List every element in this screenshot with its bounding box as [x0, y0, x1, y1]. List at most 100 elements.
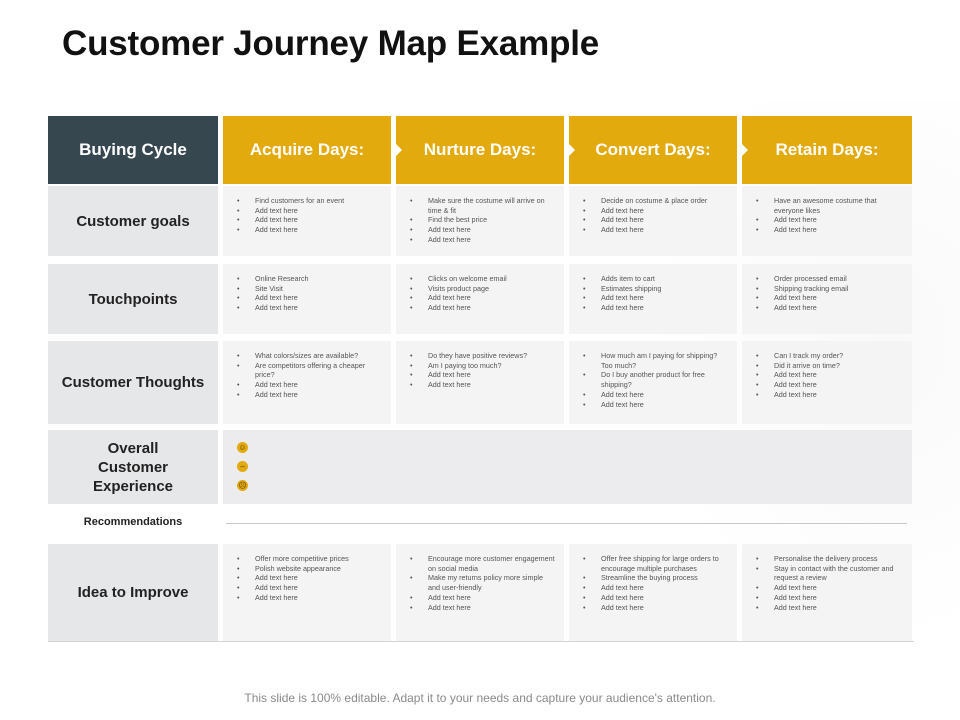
bullet-item: Add text here: [233, 593, 383, 603]
bullet-item: Have an awesome costume that everyone li…: [752, 196, 904, 215]
divider: [48, 641, 914, 642]
header-stage-acquire: Acquire Days:: [223, 116, 391, 184]
bullet-list: Online Research Site Visit Add text here…: [233, 274, 383, 313]
thoughts-cell-retain: Can I track my order? Did it arrive on t…: [742, 341, 912, 424]
bullet-item: Add text here: [579, 206, 729, 216]
bullet-item: Shipping tracking email: [752, 284, 904, 294]
bullet-item: Make my returns policy more simple and u…: [406, 573, 556, 592]
chevron-right-icon: [567, 142, 575, 158]
happy-face-icon: ☺: [237, 442, 248, 453]
goals-cell-nurture: Make sure the costume will arrive on tim…: [396, 186, 564, 256]
row-label-overall-experience: Overall Customer Experience: [48, 430, 218, 504]
improve-cell-retain: Personalise the delivery process Stay in…: [742, 544, 912, 641]
improve-cell-nurture: Encourage more customer engagement on so…: [396, 544, 564, 641]
bullet-list: Decide on costume & place order Add text…: [579, 196, 729, 235]
bullet-item: Do they have positive reviews?: [406, 351, 556, 361]
thoughts-cell-convert: How much am I paying for shipping? Too m…: [569, 341, 737, 424]
bullet-item: Can I track my order?: [752, 351, 904, 361]
bullet-item: Did it arrive on time?: [752, 361, 904, 371]
bullet-item: Add text here: [233, 380, 383, 390]
thoughts-cell-nurture: Do they have positive reviews? Am I payi…: [396, 341, 564, 424]
bullet-item: Add text here: [579, 293, 729, 303]
bullet-list: Do they have positive reviews? Am I payi…: [406, 351, 556, 390]
bullet-item: Add text here: [752, 583, 904, 593]
bullet-item: Add text here: [579, 400, 729, 410]
bullet-item: Add text here: [406, 370, 556, 380]
bullet-item: Personalise the delivery process: [752, 554, 904, 564]
bullet-item: Add text here: [406, 603, 556, 613]
row-label-touchpoints: Touchpoints: [48, 264, 218, 334]
bullet-item: Am I paying too much?: [406, 361, 556, 371]
bullet-item: Add text here: [752, 593, 904, 603]
bullet-item: Add text here: [406, 303, 556, 313]
goals-cell-retain: Have an awesome costume that everyone li…: [742, 186, 912, 256]
header-stage-retain: Retain Days:: [740, 116, 912, 184]
bullet-item: Add text here: [579, 593, 729, 603]
bullet-item: Add text here: [233, 206, 383, 216]
row-label-customer-thoughts: Customer Thoughts: [48, 341, 218, 424]
bullet-list: Encourage more customer engagement on so…: [406, 554, 556, 612]
bullet-item: Adds item to cart: [579, 274, 729, 284]
bullet-list: Clicks on welcome email Visits product p…: [406, 274, 556, 313]
bullet-item: Stay in contact with the customer and re…: [752, 564, 904, 583]
bullet-item: Do I buy another product for free shippi…: [579, 370, 729, 389]
chevron-right-icon: [394, 142, 402, 158]
bullet-item: Add text here: [579, 390, 729, 400]
bullet-item: Add text here: [406, 235, 556, 245]
bullet-item: Are competitors offering a cheaper price…: [233, 361, 383, 380]
bullet-item: Add text here: [752, 303, 904, 313]
bullet-list: Offer free shipping for large orders to …: [579, 554, 729, 612]
bullet-list: Can I track my order? Did it arrive on t…: [752, 351, 904, 400]
recommendations-label: Recommendations: [83, 516, 183, 528]
bullet-list: Adds item to cart Estimates shipping Add…: [579, 274, 729, 313]
bullet-item: Add text here: [406, 380, 556, 390]
touch-cell-retain: Order processed email Shipping tracking …: [742, 264, 912, 334]
bullet-item: Add text here: [752, 293, 904, 303]
bullet-item: Add text here: [752, 380, 904, 390]
bullet-item: Find the best price: [406, 215, 556, 225]
header-stage-label: Acquire Days:: [249, 140, 365, 159]
bullet-list: What colors/sizes are available? Are com…: [233, 351, 383, 400]
experience-track: ☺ – ☹: [223, 430, 912, 504]
thoughts-cell-acquire: What colors/sizes are available? Are com…: [223, 341, 391, 424]
bullet-list: How much am I paying for shipping? Too m…: [579, 351, 729, 409]
bullet-list: Find customers for an event Add text her…: [233, 196, 383, 235]
header-buying-cycle: Buying Cycle: [48, 116, 218, 184]
page-title: Customer Journey Map Example: [62, 24, 600, 63]
bullet-item: Visits product page: [406, 284, 556, 294]
bullet-item: Online Research: [233, 274, 383, 284]
bullet-item: Add text here: [579, 215, 729, 225]
bullet-item: Add text here: [233, 225, 383, 235]
bullet-item: Add text here: [406, 293, 556, 303]
header-stage-label: Nurture Days:: [423, 140, 537, 159]
bullet-item: Add text here: [233, 583, 383, 593]
row-label-idea-to-improve: Idea to Improve: [48, 544, 218, 641]
divider: [226, 523, 907, 524]
touch-cell-nurture: Clicks on welcome email Visits product p…: [396, 264, 564, 334]
header-stage-label: Convert Days:: [595, 140, 711, 159]
bullet-item: Add text here: [752, 215, 904, 225]
bullet-list: Make sure the costume will arrive on tim…: [406, 196, 556, 245]
bullet-item: Add text here: [406, 593, 556, 603]
bullet-item: Encourage more customer engagement on so…: [406, 554, 556, 573]
bullet-item: Add text here: [579, 603, 729, 613]
touch-cell-convert: Adds item to cart Estimates shipping Add…: [569, 264, 737, 334]
bullet-item: Add text here: [233, 573, 383, 583]
bullet-item: Add text here: [233, 390, 383, 400]
footer-note: This slide is 100% editable. Adapt it to…: [244, 691, 716, 705]
bullet-list: Have an awesome costume that everyone li…: [752, 196, 904, 235]
bullet-item: Order processed email: [752, 274, 904, 284]
bullet-list: Personalise the delivery process Stay in…: [752, 554, 904, 612]
sad-face-icon: ☹: [237, 480, 248, 491]
bullet-item: Add text here: [752, 603, 904, 613]
row-label-customer-goals: Customer goals: [48, 186, 218, 256]
improve-cell-acquire: Offer more competitive prices Polish web…: [223, 544, 391, 641]
bullet-item: Add text here: [233, 293, 383, 303]
bullet-item: Offer free shipping for large orders to …: [579, 554, 729, 573]
chevron-right-icon: [740, 142, 748, 158]
bullet-item: What colors/sizes are available?: [233, 351, 383, 361]
goals-cell-convert: Decide on costume & place order Add text…: [569, 186, 737, 256]
bullet-item: Decide on costume & place order: [579, 196, 729, 206]
bullet-list: Offer more competitive prices Polish web…: [233, 554, 383, 603]
bullet-item: Add text here: [579, 303, 729, 313]
